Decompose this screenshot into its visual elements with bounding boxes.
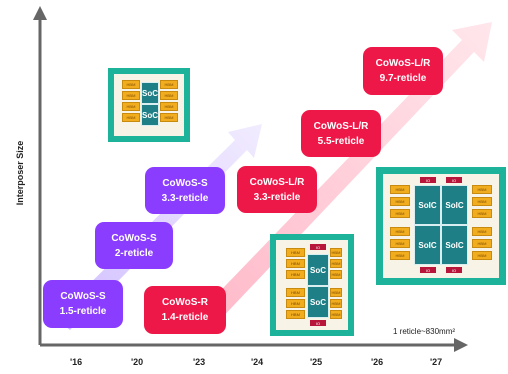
hbm-block: HBM <box>390 251 410 260</box>
box-name: CoWoS-S <box>162 177 208 189</box>
box-name: CoWoS-L/R <box>249 176 305 188</box>
hbm-block: HBM <box>390 239 410 248</box>
hbm-block: HBM <box>286 270 305 279</box>
cowos-r-1-4-box: CoWoS-R 1.4-reticle <box>144 286 226 334</box>
cowos-lr-3-3-box: CoWoS-L/R 3.3-reticle <box>237 166 317 213</box>
soc-die: SoC <box>307 254 329 286</box>
hbm-block: HBM <box>390 227 410 236</box>
hbm-block: HBM <box>286 310 305 319</box>
io-block: IO <box>310 320 326 326</box>
hbm-block: HBM <box>390 209 410 218</box>
box-size: 1.5-reticle <box>59 306 107 317</box>
box-name: CoWoS-R <box>162 297 208 308</box>
hbm-block: HBM <box>286 248 305 257</box>
hbm-block: HBM <box>160 80 178 89</box>
hbm-block: HBM <box>122 91 140 100</box>
hbm-block: HBM <box>286 288 305 297</box>
io-block: IO <box>446 267 462 273</box>
hbm-block: HBM <box>330 248 342 257</box>
io-block: IO <box>420 177 436 183</box>
box-size: 5.5-reticle <box>317 135 365 147</box>
reticle-note: 1 reticle~830mm² <box>393 327 456 336</box>
box-size: 3.3-reticle <box>161 192 209 204</box>
hbm-block: HBM <box>286 259 305 268</box>
cowos-s-3-3-box: CoWoS-S 3.3-reticle <box>145 167 225 214</box>
io-block: IO <box>310 244 326 250</box>
cowos-lr-5-5-box: CoWoS-L/R 5.5-reticle <box>301 110 381 157</box>
hbm-block: HBM <box>390 185 410 194</box>
hbm-block: HBM <box>472 227 492 236</box>
hbm-block: HBM <box>472 209 492 218</box>
hbm-block: HBM <box>122 102 140 111</box>
hbm-block: HBM <box>122 113 140 122</box>
hbm-block: HBM <box>472 185 492 194</box>
hbm-block: HBM <box>330 310 342 319</box>
soc-die: SoC <box>141 82 159 104</box>
box-name: CoWoS-L/R <box>375 58 431 69</box>
hbm-block: HBM <box>330 299 342 308</box>
box-size: 3.3-reticle <box>253 191 301 203</box>
year-label: '26 <box>371 357 384 367</box>
y-axis-arrowhead <box>33 6 47 20</box>
io-block: IO <box>420 267 436 273</box>
year-label: '20 <box>131 357 144 367</box>
year-label: '23 <box>193 357 206 367</box>
box-name: CoWoS-L/R <box>313 120 369 132</box>
hbm-block: HBM <box>472 239 492 248</box>
cowos-s-chip-diagram: HBM HBM HBM HBM SoC SoC HBM HBM HBM HBM <box>108 68 190 142</box>
box-name: CoWoS-S <box>60 291 106 302</box>
hbm-block: HBM <box>122 80 140 89</box>
io-block: IO <box>446 177 462 183</box>
box-size: 9.7-reticle <box>379 73 427 84</box>
hbm-block: HBM <box>330 288 342 297</box>
cowos-lr-large-chip-diagram: HBM HBM HBM HBM HBM HBM IO IO SoIC SoIC … <box>376 167 506 285</box>
soic-die: SoIC <box>441 225 468 265</box>
y-axis-label: Interposer Size <box>15 140 25 206</box>
soic-die: SoIC <box>441 185 468 225</box>
hbm-block: HBM <box>286 299 305 308</box>
year-label: '27 <box>430 357 443 367</box>
year-label: '16 <box>70 357 83 367</box>
cowos-s-1-5-box: CoWoS-S 1.5-reticle <box>43 280 123 328</box>
hbm-block: HBM <box>160 113 178 122</box>
hbm-block: HBM <box>330 270 342 279</box>
hbm-block: HBM <box>330 259 342 268</box>
hbm-block: HBM <box>160 91 178 100</box>
box-name: CoWoS-S <box>111 232 157 244</box>
cowos-lr-9-7-box: CoWoS-L/R 9.7-reticle <box>363 47 443 95</box>
year-label: '25 <box>310 357 323 367</box>
soic-die: SoIC <box>414 185 441 225</box>
year-label: '24 <box>251 357 264 367</box>
soc-die: SoC <box>307 286 329 318</box>
box-size: 1.4-reticle <box>161 312 209 323</box>
hbm-block: HBM <box>472 251 492 260</box>
cowos-s-2-box: CoWoS-S 2-reticle <box>95 222 173 269</box>
cowos-lr-chip-diagram: HBM HBM HBM HBM HBM HBM SoC SoC IO IO HB… <box>270 234 354 336</box>
box-size: 2-reticle <box>114 247 154 259</box>
hbm-block: HBM <box>472 197 492 206</box>
soc-die: SoC <box>141 104 159 126</box>
hbm-block: HBM <box>160 102 178 111</box>
hbm-block: HBM <box>390 197 410 206</box>
x-axis-arrowhead <box>454 338 468 352</box>
soic-die: SoIC <box>414 225 441 265</box>
